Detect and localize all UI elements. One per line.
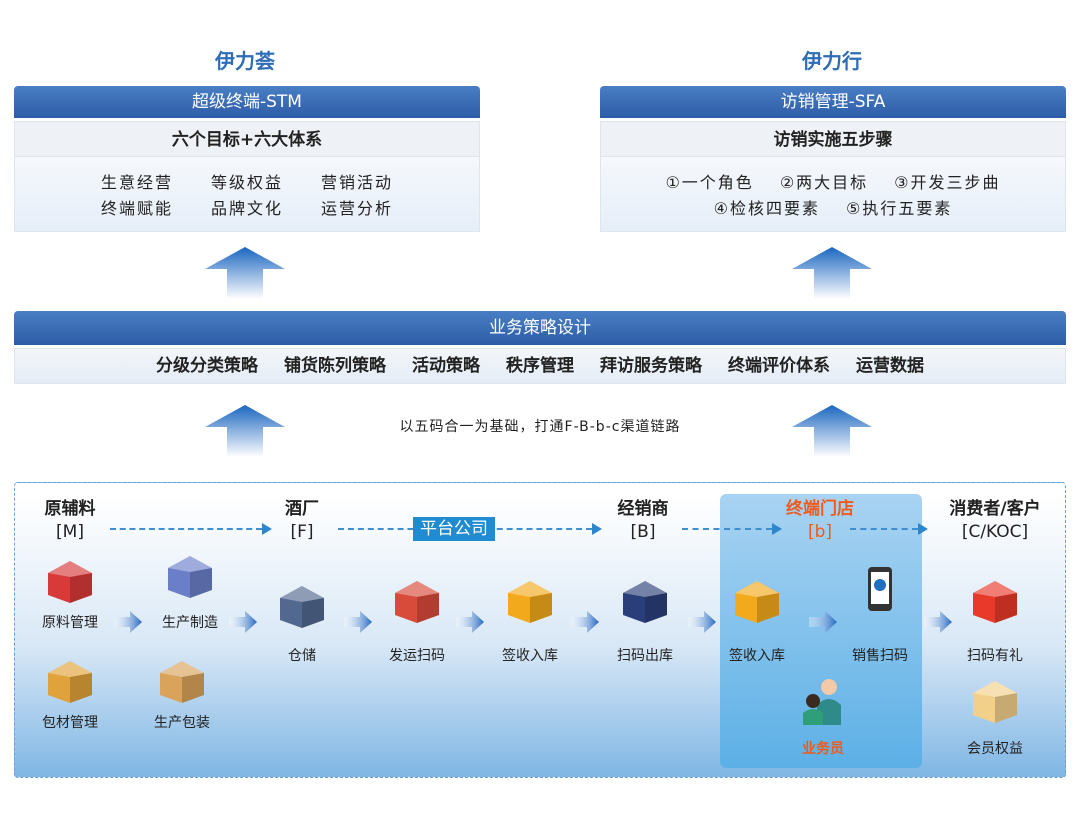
- step-label: 生产制造: [162, 615, 218, 631]
- truck-icon: [395, 581, 439, 623]
- strategy-item: 分级分类策略: [156, 356, 258, 376]
- warehouse-icon: [48, 561, 92, 603]
- warehouse-icon: [508, 581, 552, 623]
- node-name: 终端门店: [786, 499, 854, 519]
- flow-arrow-icon: [571, 611, 599, 633]
- node-name: 消费者/客户: [949, 499, 1041, 519]
- stm-item: 等级权益: [210, 173, 283, 192]
- stm-header: 超级终端-STM: [14, 86, 480, 118]
- warehouse-icon: [735, 581, 779, 623]
- channel-node: 消费者/客户 [C/KOC]: [925, 498, 1065, 544]
- strategy-item: 运营数据: [856, 356, 924, 376]
- stm-item: 运营分析: [321, 199, 394, 218]
- strategy-item: 秩序管理: [506, 356, 574, 376]
- node-code: [F]: [290, 522, 314, 542]
- flow-arrow-icon: [344, 611, 372, 633]
- node-code: [C/KOC]: [961, 522, 1029, 542]
- sfa-subheader: 访销实施五步骤: [600, 121, 1066, 157]
- left-title: 伊力荟: [215, 49, 275, 73]
- gift-icon: [973, 581, 1017, 623]
- dashed-arrow: [110, 523, 272, 535]
- scanner-icon: [623, 581, 667, 623]
- strategy-item: 活动策略: [412, 356, 480, 376]
- sfa-item: ⑤执行五要素: [846, 199, 953, 218]
- stm-card: 超级终端-STM 六个目标+六大体系 生意经营 等级权益 营销活动 终端赋能 品牌文化…: [14, 86, 480, 232]
- foundation-text: 以五码合一为基础，打通F-B-b-c渠道链路: [399, 419, 681, 435]
- dashed-arrow: [682, 523, 782, 535]
- factory-icon: [168, 556, 212, 598]
- storage-icon: [280, 586, 324, 628]
- dashed-arrow: [850, 523, 928, 535]
- up-arrow-icon: [792, 247, 872, 299]
- channel-node: 终端门店 [b]: [750, 498, 890, 544]
- phone-scan-icon: [868, 567, 892, 611]
- flow-arrow-icon: [924, 611, 952, 633]
- right-title: 伊力行: [802, 49, 862, 73]
- step-label: 销售扫码: [852, 648, 908, 664]
- sfa-item: ①一个角色: [665, 173, 754, 192]
- step-label: 发运扫码: [389, 648, 445, 664]
- flow-arrow-icon: [229, 611, 257, 633]
- up-arrow-icon: [792, 405, 872, 457]
- step-label: 会员权益: [967, 741, 1023, 757]
- sfa-header: 访销管理-SFA: [600, 86, 1066, 118]
- flow-arrow-icon: [688, 611, 716, 633]
- flow-arrow-icon: [114, 611, 142, 633]
- up-arrow-icon: [205, 247, 285, 299]
- package-inspect-icon: [48, 661, 92, 703]
- step-label: 扫码有礼: [967, 648, 1023, 664]
- stm-item: 终端赋能: [100, 199, 173, 218]
- step-label: 签收入库: [502, 648, 558, 664]
- vip-card-icon: [973, 681, 1017, 723]
- strategy-item: 终端评价体系: [728, 356, 830, 376]
- sfa-item: ③开发三步曲: [894, 173, 1001, 192]
- node-code: [M]: [56, 522, 84, 542]
- node-name: 原辅料: [44, 499, 96, 519]
- stm-item: 生意经营: [100, 173, 173, 192]
- node-code: [b]: [807, 522, 833, 542]
- sfa-card: 访销管理-SFA 访销实施五步骤 ①一个角色 ②两大目标 ③开发三步曲 ④检核四要素…: [600, 86, 1066, 232]
- salesperson-icon: [803, 679, 841, 725]
- step-label: 包材管理: [42, 715, 98, 731]
- platform-company-label: 平台公司: [413, 517, 495, 541]
- flow-arrow-icon: [456, 611, 484, 633]
- sfa-item: ④检核四要素: [713, 199, 820, 218]
- step-label: 生产包装: [154, 715, 210, 731]
- step-label: 业务员: [802, 741, 844, 757]
- channel-node: 酒厂 [F]: [232, 498, 372, 544]
- step-label: 原料管理: [42, 615, 98, 631]
- node-name: 经销商: [617, 499, 669, 519]
- node-name: 酒厂: [285, 499, 319, 519]
- box-icon: [160, 661, 204, 703]
- strategy-header: 业务策略设计: [14, 311, 1066, 345]
- stm-item: 品牌文化: [210, 199, 283, 218]
- strategy-item: 拜访服务策略: [600, 356, 702, 376]
- channel-node: 经销商 [B]: [573, 498, 713, 544]
- up-arrow-icon: [205, 405, 285, 457]
- step-label: 扫码出库: [617, 648, 673, 664]
- channel-node: 原辅料 [M]: [0, 498, 140, 544]
- node-code: [B]: [630, 522, 656, 542]
- stm-subheader: 六个目标+六大体系: [14, 121, 480, 157]
- flow-arrow-icon: [809, 611, 837, 633]
- stm-item: 营销活动: [321, 173, 394, 192]
- sfa-item: ②两大目标: [779, 173, 869, 192]
- strategy-panel: 业务策略设计 分级分类策略 铺货陈列策略 活动策略 秩序管理 拜访服务策略 终端评价体系 运…: [14, 311, 1066, 384]
- step-label: 签收入库: [729, 648, 785, 664]
- step-label: 仓储: [288, 648, 316, 664]
- strategy-item: 铺货陈列策略: [284, 356, 386, 376]
